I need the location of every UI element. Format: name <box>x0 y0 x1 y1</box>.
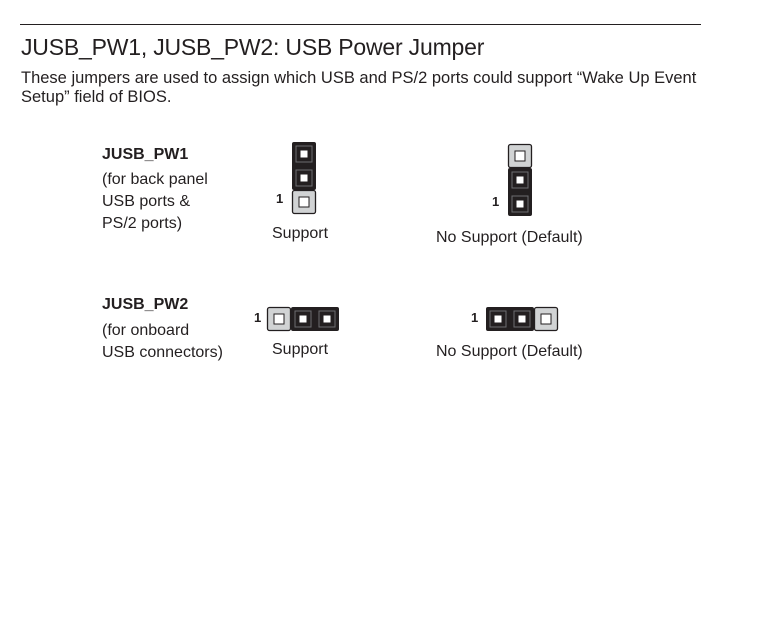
jusb-pw1-name: JUSB_PW1 <box>102 146 189 163</box>
intro-paragraph: These jumpers are used to assign which U… <box>21 69 697 106</box>
jusb-pw2-name: JUSB_PW2 <box>102 296 189 313</box>
pin-square <box>514 150 526 162</box>
jusb-pw1-support-caption: Support <box>272 225 329 242</box>
jumper-pins-graphic <box>486 306 559 332</box>
pin-square <box>540 313 552 325</box>
pin-square <box>300 150 308 158</box>
jumper-pins-graphic <box>507 143 533 216</box>
pin-square <box>299 315 307 323</box>
jusb-pw2-desc-line: USB connectors) <box>102 344 223 361</box>
pin1-marker: 1 <box>254 310 262 325</box>
pin1-marker: 1 <box>276 191 284 206</box>
jusb-pw1-desc-line: PS/2 ports) <box>102 215 183 232</box>
jusb-pw1-description: (for back panel USB ports & PS/2 ports) <box>102 169 208 235</box>
jusb-pw2-description: (for onboard USB connectors) <box>102 320 223 364</box>
jusb-pw1-desc-line: (for back panel <box>102 171 208 188</box>
header-rule <box>20 24 701 25</box>
jusb-pw1-support-jumper-diagram <box>290 140 318 220</box>
jumper-cap <box>486 307 534 331</box>
jusb-pw1-no-support-caption: No Support (Default) <box>436 229 583 246</box>
pin1-marker: 1 <box>471 310 479 325</box>
pin1-marker: 1 <box>492 194 500 209</box>
pin-square <box>516 176 524 184</box>
jusb-pw1-desc-line: USB ports & <box>102 193 191 210</box>
pin-square <box>300 174 308 182</box>
pin-square <box>494 315 502 323</box>
pin-outline <box>318 310 336 328</box>
jusb-pw2-desc-line: (for onboard <box>102 322 190 339</box>
pin-square <box>323 315 331 323</box>
pin-outline <box>513 310 531 328</box>
pin-square <box>298 196 310 208</box>
jusb-pw1-no-support-jumper-diagram <box>506 142 534 222</box>
pin-outline <box>294 310 312 328</box>
jumper-cap <box>508 168 532 216</box>
pin-outline <box>295 145 313 163</box>
pin-outline <box>511 171 529 189</box>
pin-outline <box>489 310 507 328</box>
jumper-pins-graphic <box>291 142 317 215</box>
jumper-pins-graphic <box>266 306 339 332</box>
pin-outline <box>295 169 313 187</box>
pin-outline <box>511 195 529 213</box>
jumper-cap <box>292 142 316 190</box>
jumper-cap <box>291 307 339 331</box>
pin-square <box>516 200 524 208</box>
jusb-pw2-support-caption: Support <box>272 341 329 358</box>
pin-square <box>273 313 285 325</box>
pin-square <box>518 315 526 323</box>
section-title: JUSB_PW1, JUSB_PW2: USB Power Jumper <box>21 34 485 60</box>
jusb-pw2-no-support-jumper-diagram <box>484 305 564 333</box>
jusb-pw2-no-support-caption: No Support (Default) <box>436 343 583 360</box>
jusb-pw2-support-jumper-diagram <box>265 305 345 333</box>
